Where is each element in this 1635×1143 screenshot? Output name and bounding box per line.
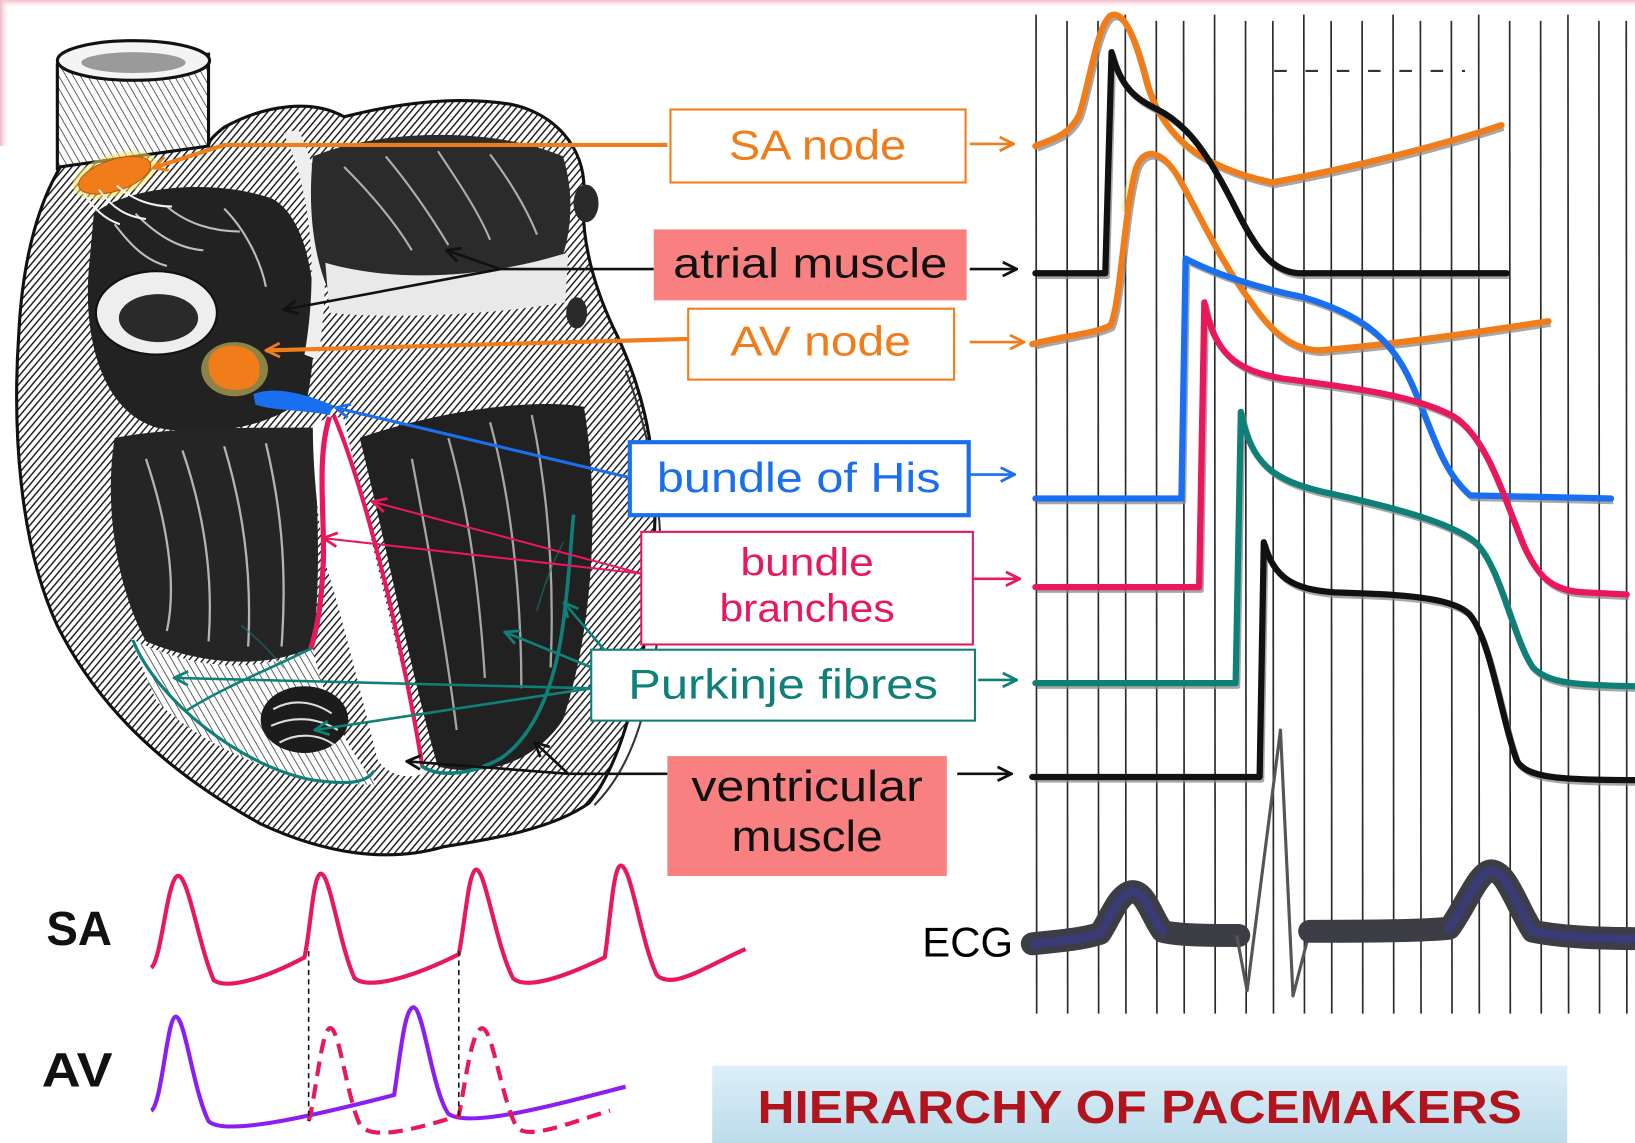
ecg-label: ECG: [922, 918, 1013, 965]
sa-rhythm-label: SA: [46, 903, 112, 956]
sa-node-action-potential: [1035, 15, 1501, 183]
pulmonary-vein-upper: [574, 185, 599, 223]
grid-line: [1036, 15, 1037, 1014]
grid-line: [1098, 21, 1099, 1014]
grid-line: [1273, 21, 1274, 1014]
grid-line: [1184, 21, 1185, 1014]
av-node-marker: [209, 346, 260, 390]
action-potential-traces: [1032, 15, 1635, 784]
ventricular-muscle-label-line1: ventricular: [691, 762, 922, 811]
grid-line: [1568, 15, 1569, 1014]
sa-triggered-av-trace-dashed: [309, 1028, 610, 1133]
right-ventricle: [111, 428, 318, 662]
av-rhythm-trace: [151, 1007, 625, 1126]
ventricular-muscle-label-line2: muscle: [731, 812, 882, 861]
tricuspid-valve-opening: [119, 294, 198, 342]
ecg-t-wave-baseline: [1310, 871, 1633, 939]
grid-line: [1304, 15, 1305, 1014]
atrial-muscle-label: atrial muscle: [673, 239, 947, 286]
av-node-label: AV node: [730, 318, 910, 365]
sa-rhythm-trace: [151, 866, 745, 984]
grid-line: [1156, 21, 1157, 1014]
heart-illustration: [17, 41, 662, 855]
bundle-branches-label-line1: bundle: [740, 542, 873, 585]
av-rhythm-label: AV: [42, 1045, 113, 1098]
ecg-trace: [1032, 730, 1633, 996]
pulmonary-vein-lower: [566, 297, 587, 328]
grid-line: [1125, 15, 1126, 1014]
grid-line: [1067, 21, 1068, 1014]
grid-line: [1541, 21, 1542, 1014]
aorta-inner: [81, 52, 185, 73]
rhythm-strip: SA AV: [42, 866, 746, 1133]
bundle-of-his-label: bundle of His: [657, 454, 941, 501]
purkinje-ap-shadow: [1038, 415, 1635, 689]
purkinje-fibres-label: Purkinje fibres: [628, 661, 938, 708]
grid-line: [1451, 21, 1452, 1014]
atrial-muscle-action-potential: [1035, 52, 1506, 273]
left-border-tint: [0, 0, 10, 146]
page-title: HIERARCHY OF PACEMAKERS: [758, 1081, 1522, 1133]
title-banner: HIERARCHY OF PACEMAKERS: [712, 1066, 1567, 1143]
grid-line: [1393, 15, 1394, 1014]
grid-line: [1626, 21, 1627, 1014]
sa-node-label: SA node: [729, 122, 906, 169]
grid-line: [1246, 21, 1247, 1014]
recording-grid: [1036, 15, 1627, 1014]
bundle-branches-label-line2: branches: [719, 588, 894, 631]
top-border-tint: [0, 0, 1635, 8]
grid-line: [1599, 21, 1600, 1014]
